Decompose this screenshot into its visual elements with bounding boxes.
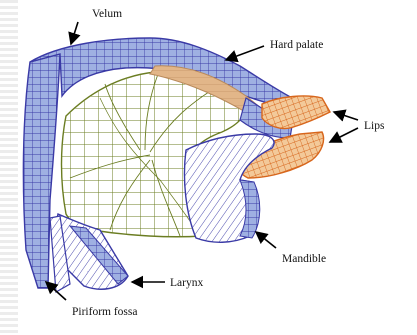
velum-label: Velum xyxy=(92,8,122,20)
mandible-label: Mandible xyxy=(282,253,326,265)
piriform-fossa-label: Piriform fossa xyxy=(72,306,137,318)
upper-lip xyxy=(262,96,330,129)
lips-label: Lips xyxy=(364,120,385,132)
mandible xyxy=(184,134,274,242)
hard-palate-arrow xyxy=(226,46,264,60)
larynx-label: Larynx xyxy=(170,277,203,289)
lips-arrow-lower xyxy=(330,128,358,142)
mandible-arrow xyxy=(256,232,276,248)
hard-palate-label: Hard palate xyxy=(270,39,323,51)
lips-arrow-upper xyxy=(334,112,358,120)
velum-arrow xyxy=(71,22,78,44)
